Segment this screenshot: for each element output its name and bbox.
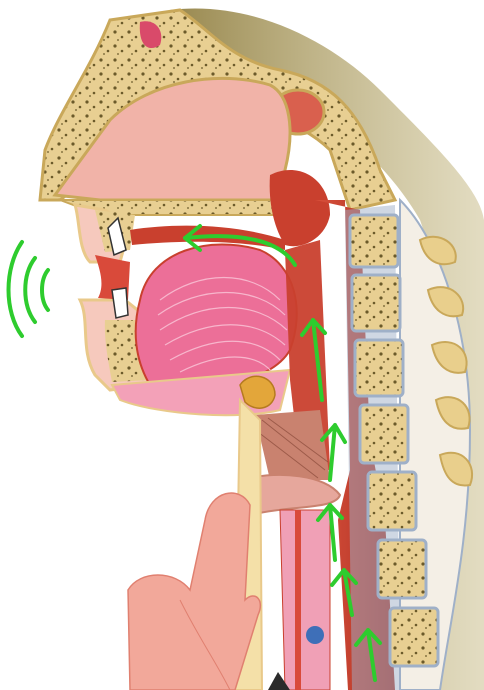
vertebra — [350, 215, 398, 267]
vertebra — [360, 405, 408, 463]
larynx — [255, 410, 330, 480]
tongue — [136, 244, 297, 387]
thyroid-region — [280, 510, 330, 690]
sound-wave-icon — [9, 242, 49, 336]
finger — [128, 493, 260, 690]
soft-palate — [270, 170, 330, 246]
esophagus-lining — [295, 510, 301, 690]
vertebra — [378, 540, 426, 598]
vertebra — [355, 340, 403, 396]
vertebra — [352, 275, 400, 331]
vertebra — [368, 472, 416, 530]
vertebra — [390, 608, 438, 666]
tracheal-ring — [306, 626, 324, 644]
